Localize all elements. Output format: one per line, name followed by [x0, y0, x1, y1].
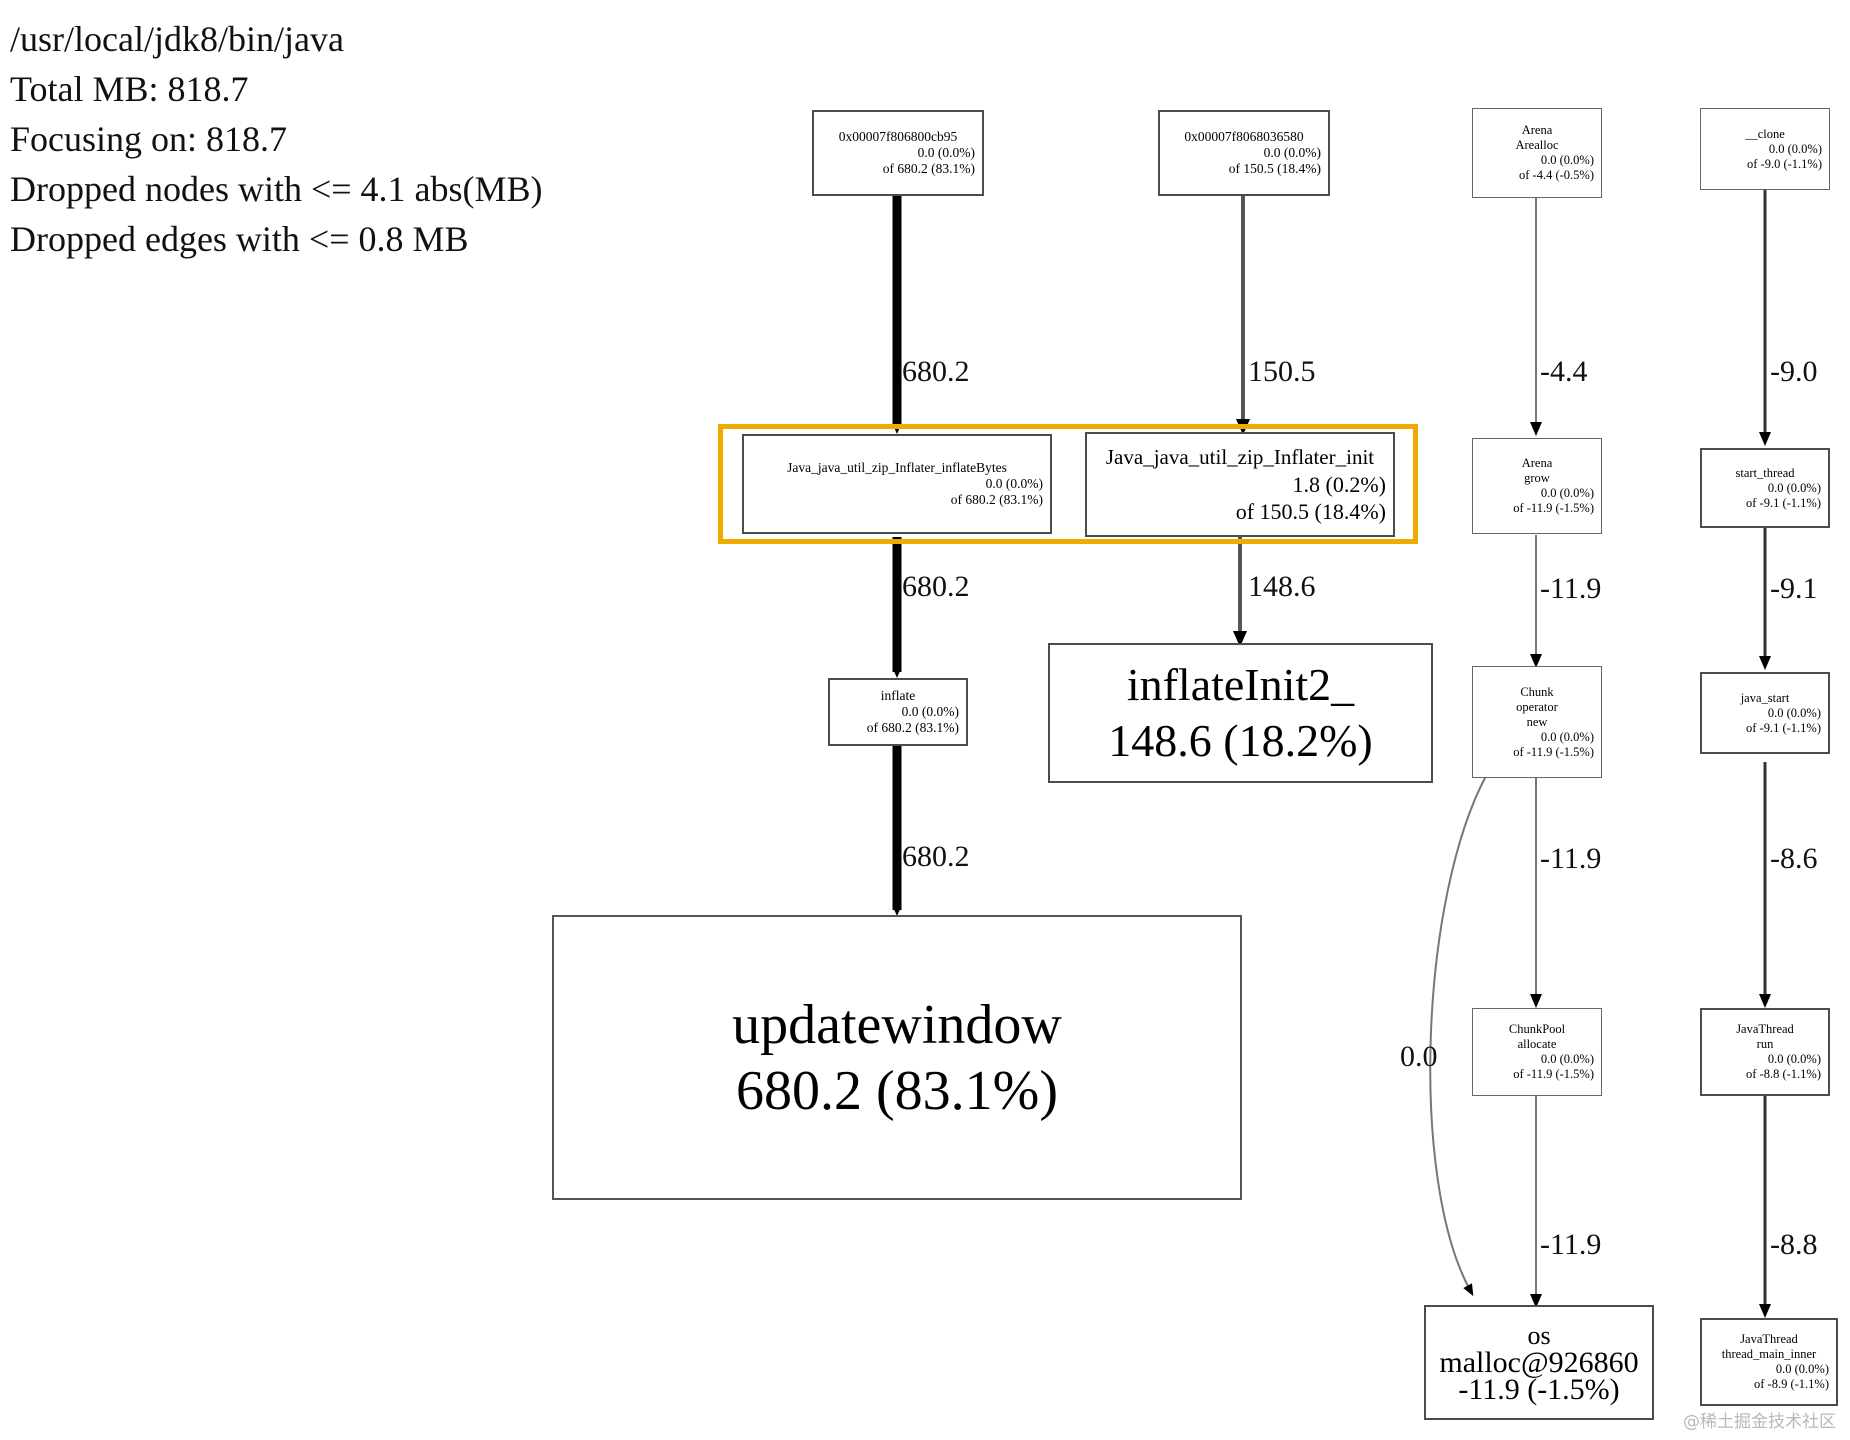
node-java-start-cum: of -9.1 (-1.1%)	[1746, 720, 1821, 735]
node-clone-title: __clone	[1745, 126, 1785, 141]
edge-label-inflateBytes-inflate: 680.2	[902, 570, 970, 603]
node-chunkpool-allocate-self: 0.0 (0.0%)	[1540, 1052, 1594, 1066]
edge-label-arenaGrow-chunkNew: -11.9	[1540, 572, 1602, 605]
node-arena-grow-self: 0.0 (0.0%)	[1540, 486, 1594, 500]
node-inflate-bytes[interactable]: Java_java_util_zip_Inflater_inflateBytes…	[742, 434, 1052, 534]
node-inflate-cum: of 680.2 (83.1%)	[866, 720, 959, 735]
node-clone-self: 0.0 (0.0%)	[1768, 141, 1822, 156]
node-addr2-cum: of 150.5 (18.4%)	[1228, 161, 1321, 176]
node-addr1[interactable]: 0x00007f806800cb95 0.0 (0.0%) of 680.2 (…	[812, 110, 984, 196]
node-chunkpool-allocate-title: ChunkPool	[1508, 1022, 1566, 1036]
node-javathread-main-inner-line2: thread_main_inner	[1721, 1347, 1817, 1361]
node-inflate-bytes-cum: of 680.2 (83.1%)	[950, 492, 1043, 507]
node-inflate-init2-self: 148.6 (18.2%)	[1108, 715, 1373, 766]
node-chunkpool-allocate-cum: of -11.9 (-1.5%)	[1513, 1067, 1594, 1081]
node-start-thread-self: 0.0 (0.0%)	[1767, 480, 1821, 495]
node-chunkpool-allocate[interactable]: ChunkPool allocate 0.0 (0.0%) of -11.9 (…	[1472, 1008, 1602, 1096]
node-chunk-operator-new[interactable]: Chunk operator new 0.0 (0.0%) of -11.9 (…	[1472, 666, 1602, 778]
edge-label-jtRun-jtMain: -8.8	[1770, 1228, 1818, 1261]
node-java-start-self: 0.0 (0.0%)	[1767, 705, 1821, 720]
header-dropped-edges: Dropped edges with <= 0.8 MB	[10, 219, 469, 259]
header-binary-path: /usr/local/jdk8/bin/java	[10, 19, 344, 59]
node-addr1-cum: of 680.2 (83.1%)	[882, 161, 975, 176]
edge-label-startThread-javaStart: -9.1	[1770, 572, 1818, 605]
node-updatewindow-self: 680.2 (83.1%)	[736, 1059, 1058, 1122]
node-inflater-init[interactable]: Java_java_util_zip_Inflater_init 1.8 (0.…	[1085, 432, 1395, 537]
node-os-malloc-line2: malloc@926860	[1439, 1346, 1639, 1379]
edge-label-chunkNew-osMalloc: 0.0	[1400, 1040, 1438, 1073]
edge-label-inflate-updatewindow: 680.2	[902, 840, 970, 873]
node-chunk-operator-new-self: 0.0 (0.0%)	[1540, 729, 1594, 744]
node-chunk-operator-new-line2: operator	[1516, 699, 1558, 714]
edge-label-javaStart-jtRun: -8.6	[1770, 842, 1818, 875]
header-focusing-on: Focusing on: 818.7	[10, 119, 288, 159]
node-arena-arealloc[interactable]: Arena Arealloc 0.0 (0.0%) of -4.4 (-0.5%…	[1472, 108, 1602, 198]
node-chunk-operator-new-line3: new	[1526, 714, 1548, 729]
node-inflate-title: inflate	[880, 688, 916, 703]
node-inflate-self: 0.0 (0.0%)	[901, 704, 959, 719]
node-inflater-init-self: 1.8 (0.2%)	[1292, 472, 1386, 497]
node-addr2-self: 0.0 (0.0%)	[1263, 145, 1321, 160]
edge-label-chunkNew-chunkPool: -11.9	[1540, 842, 1602, 875]
edge-label-clone-startThread: -9.0	[1770, 355, 1818, 388]
node-addr1-self: 0.0 (0.0%)	[917, 145, 975, 160]
node-arena-arealloc-subtitle: Arealloc	[1515, 138, 1559, 152]
node-javathread-run[interactable]: JavaThread run 0.0 (0.0%) of -8.8 (-1.1%…	[1700, 1008, 1830, 1096]
edge-chunknew-osmalloc	[1429, 775, 1487, 1297]
edge-label-arenaRealloc-grow: -4.4	[1540, 355, 1588, 388]
node-java-start-title: java_start	[1740, 690, 1790, 705]
focus-highlight-box	[718, 424, 1418, 544]
node-javathread-main-inner-cum: of -8.9 (-1.1%)	[1754, 1377, 1829, 1391]
node-javathread-run-title: JavaThread	[1736, 1022, 1794, 1036]
node-start-thread[interactable]: start_thread 0.0 (0.0%) of -9.1 (-1.1%)	[1700, 448, 1830, 528]
profile-header: /usr/local/jdk8/bin/java Total MB: 818.7…	[10, 14, 830, 264]
header-total-mb: Total MB: 818.7	[10, 69, 249, 109]
node-java-start[interactable]: java_start 0.0 (0.0%) of -9.1 (-1.1%)	[1700, 672, 1830, 754]
node-arena-arealloc-self: 0.0 (0.0%)	[1540, 153, 1594, 167]
node-addr2-title: 0x00007f8068036580	[1184, 129, 1304, 144]
node-javathread-main-inner-title: JavaThread	[1740, 1332, 1798, 1346]
node-javathread-main-inner-self: 0.0 (0.0%)	[1775, 1362, 1829, 1376]
edge-label-addr1-inflateBytes: 680.2	[902, 355, 970, 388]
edge-label-inflaterInit-init2: 148.6	[1248, 570, 1316, 603]
node-chunk-operator-new-cum: of -11.9 (-1.5%)	[1513, 744, 1594, 759]
node-addr2[interactable]: 0x00007f8068036580 0.0 (0.0%) of 150.5 (…	[1158, 110, 1330, 196]
node-inflate[interactable]: inflate 0.0 (0.0%) of 680.2 (83.1%)	[828, 678, 968, 746]
node-arena-arealloc-title: Arena	[1521, 123, 1553, 137]
edge-label-addr2-inflaterInit: 150.5	[1248, 355, 1316, 388]
node-inflate-bytes-title: Java_java_util_zip_Inflater_inflateBytes	[787, 460, 1007, 475]
node-os-malloc[interactable]: os malloc@926860 -11.9 (-1.5%)	[1424, 1305, 1654, 1420]
node-start-thread-title: start_thread	[1735, 465, 1795, 480]
node-os-malloc-self: -11.9 (-1.5%)	[1458, 1373, 1620, 1406]
node-updatewindow[interactable]: updatewindow 680.2 (83.1%)	[552, 915, 1242, 1200]
node-addr1-title: 0x00007f806800cb95	[838, 129, 958, 144]
node-updatewindow-title: updatewindow	[732, 993, 1062, 1056]
watermark: @稀土掘金技术社区	[1683, 1412, 1836, 1432]
node-arena-grow[interactable]: Arena grow 0.0 (0.0%) of -11.9 (-1.5%)	[1472, 438, 1602, 534]
node-javathread-run-line2: run	[1756, 1037, 1774, 1051]
node-inflate-init2-title: inflateInit2_	[1126, 659, 1355, 710]
edge-label-chunkPool-osMalloc: -11.9	[1540, 1228, 1602, 1261]
node-arena-arealloc-cum: of -4.4 (-0.5%)	[1519, 168, 1594, 182]
node-arena-grow-title: Arena	[1521, 456, 1553, 470]
node-javathread-run-cum: of -8.8 (-1.1%)	[1746, 1067, 1821, 1081]
node-chunk-operator-new-title: Chunk	[1520, 684, 1554, 699]
node-chunkpool-allocate-line2: allocate	[1517, 1037, 1557, 1051]
node-start-thread-cum: of -9.1 (-1.1%)	[1746, 495, 1821, 510]
header-dropped-nodes: Dropped nodes with <= 4.1 abs(MB)	[10, 169, 543, 209]
node-inflate-init2[interactable]: inflateInit2_ 148.6 (18.2%)	[1048, 643, 1433, 783]
node-clone[interactable]: __clone 0.0 (0.0%) of -9.0 (-1.1%)	[1700, 108, 1830, 190]
node-javathread-run-self: 0.0 (0.0%)	[1767, 1052, 1821, 1066]
node-os-malloc-title: os	[1527, 1321, 1551, 1350]
node-arena-grow-cum: of -11.9 (-1.5%)	[1513, 501, 1594, 515]
node-clone-cum: of -9.0 (-1.1%)	[1747, 156, 1822, 171]
node-javathread-main-inner[interactable]: JavaThread thread_main_inner 0.0 (0.0%) …	[1700, 1318, 1838, 1406]
node-inflate-bytes-self: 0.0 (0.0%)	[985, 476, 1043, 491]
node-inflater-init-cum: of 150.5 (18.4%)	[1235, 499, 1386, 524]
node-arena-grow-subtitle: grow	[1524, 471, 1550, 485]
node-inflater-init-title: Java_java_util_zip_Inflater_init	[1105, 445, 1375, 469]
